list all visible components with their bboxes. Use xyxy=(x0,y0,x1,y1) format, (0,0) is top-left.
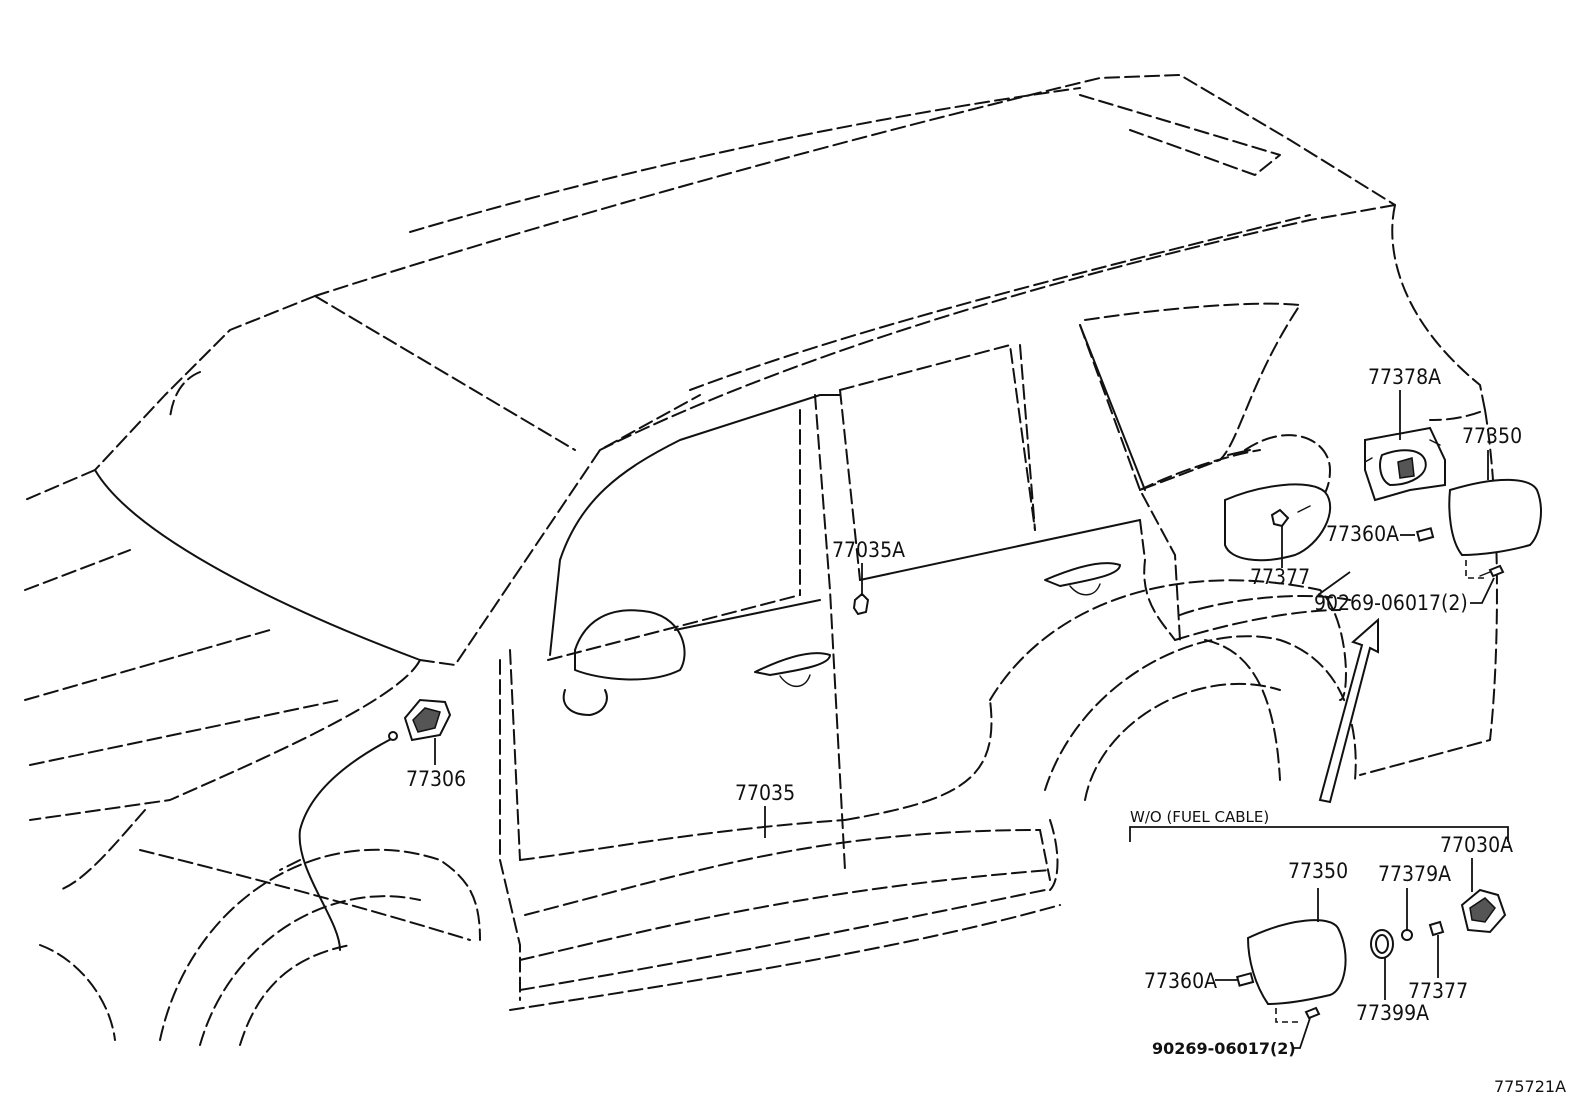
fuel-lid-on-body xyxy=(1224,483,1332,562)
screw-90269 xyxy=(1479,564,1505,578)
label-90269-inset: 90269-06017(2) xyxy=(1152,1039,1296,1058)
fuel-lid-opener-lever xyxy=(388,698,452,742)
label-wo-fuel-cable: W/O (FUEL CABLE) xyxy=(1130,808,1269,826)
label-77378A: 77378A xyxy=(1368,365,1441,389)
fuel-lid-77350 xyxy=(1448,478,1542,557)
arrow-to-inset xyxy=(1318,617,1379,804)
label-90269-main: 90269-06017(2) xyxy=(1314,591,1468,615)
clip-77035A xyxy=(852,592,870,616)
fuel-lid-housing xyxy=(1364,426,1446,502)
label-77377-main: 77377 xyxy=(1250,565,1310,589)
front-door-handle xyxy=(754,652,831,688)
label-77350-main: 77350 xyxy=(1462,424,1522,448)
label-77360A-main: 77360A xyxy=(1326,522,1399,546)
label-77306: 77306 xyxy=(406,767,466,791)
label-77377-inset: 77377 xyxy=(1408,979,1468,1003)
label-77030A: 77030A xyxy=(1440,833,1513,857)
inset-wo-fuel-cable xyxy=(1129,826,1509,1049)
label-77379A: 77379A xyxy=(1378,862,1451,886)
part-labels: 77378A 77350 77360A 77377 90269-06017(2)… xyxy=(406,365,1566,1096)
leaders-main xyxy=(434,390,1495,838)
label-77399A: 77399A xyxy=(1356,1001,1429,1025)
label-77350-inset: 77350 xyxy=(1288,859,1348,883)
side-mirror xyxy=(562,609,686,716)
label-77035A: 77035A xyxy=(832,538,905,562)
fuel-cable xyxy=(298,736,396,951)
part-77360A xyxy=(1415,527,1435,542)
label-77360A-inset: 77360A xyxy=(1144,969,1217,993)
label-77035: 77035 xyxy=(735,781,795,805)
rear-door-handle xyxy=(1044,562,1121,596)
diagram-id: 775721A xyxy=(1494,1077,1566,1096)
